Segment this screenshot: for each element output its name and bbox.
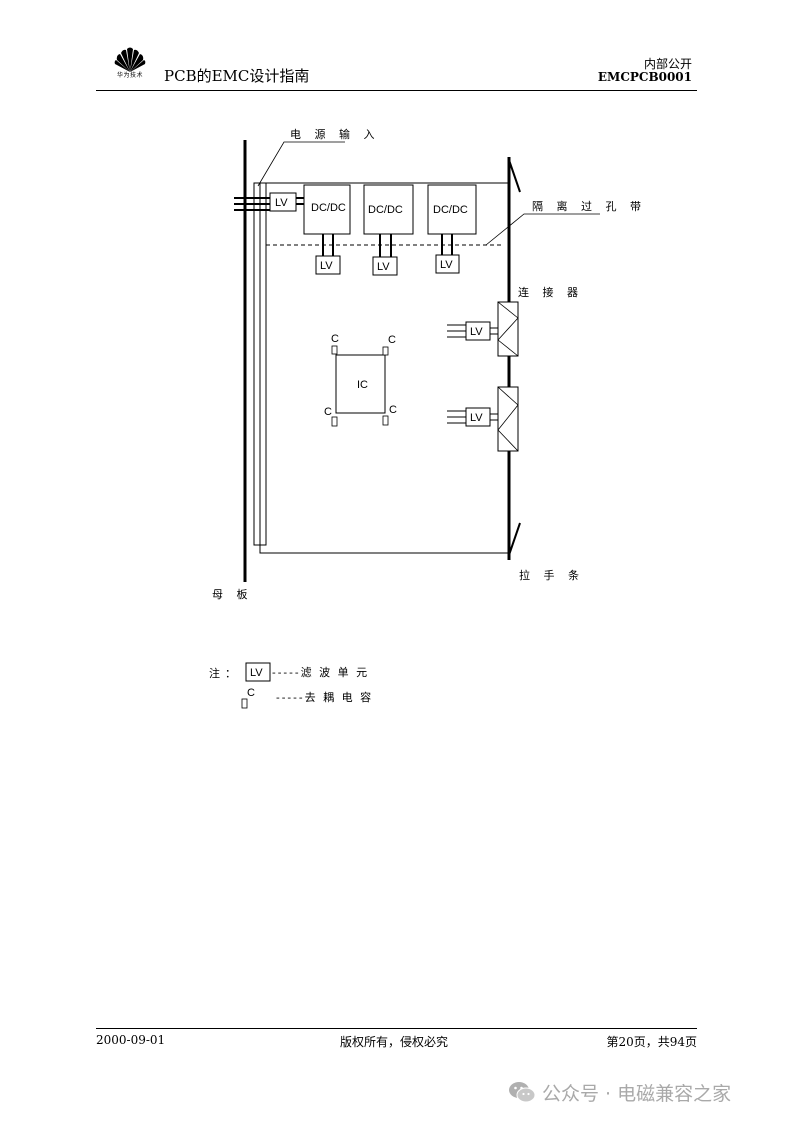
classification-label: 内部公开 <box>643 57 692 71</box>
svg-text:LV: LV <box>250 667 263 679</box>
lv-filter-dcdc-3 <box>435 254 460 274</box>
footer-date: 2000-09-01 <box>96 1033 166 1047</box>
svg-text:DC/DC: DC/DC <box>368 204 403 216</box>
footer-copyright: 版权所有，侵权必究 <box>340 1035 449 1049</box>
front-panel-bottom-lip <box>508 522 521 556</box>
svg-text:LV: LV <box>377 261 390 273</box>
svg-text:LV: LV <box>275 197 288 209</box>
wechat-icon <box>509 1082 536 1103</box>
svg-text:LV: LV <box>440 259 453 271</box>
decoupling-cap-top-left <box>331 345 338 355</box>
handle-bar-label: 拉 手 条 <box>519 568 584 582</box>
svg-text:C: C <box>324 406 332 418</box>
svg-text:DC/DC: DC/DC <box>433 204 468 216</box>
svg-text:C: C <box>389 404 397 416</box>
isolation-band-leader <box>485 213 600 246</box>
document-code: EMCPCB0001 <box>597 70 692 84</box>
svg-text:LV: LV <box>470 412 483 424</box>
lv-filter-connector-1 <box>465 321 491 341</box>
svg-text:C: C <box>331 333 339 345</box>
lv-filter-connector-2 <box>465 407 491 427</box>
footer-page-number: 第20页，共94页 <box>606 1035 697 1049</box>
lv-filter-input <box>269 192 297 212</box>
lv-filter-dcdc-2 <box>372 256 398 276</box>
header-rule <box>96 90 697 91</box>
legend-note-prefix: 注： <box>209 666 241 680</box>
legend-cap-description: -----去 耦 电 容 <box>276 690 373 704</box>
isolation-band-label: 隔 离 过 孔 带 <box>532 199 646 213</box>
document-title: PCB的EMC设计指南 <box>164 67 310 85</box>
svg-text:LV: LV <box>470 326 483 338</box>
dcdc-module-2 <box>363 184 414 235</box>
decoupling-cap-bottom-left <box>331 416 338 427</box>
ic-chip <box>335 354 386 414</box>
svg-text:C: C <box>247 687 255 699</box>
motherboard-label: 母 板 <box>212 587 253 601</box>
svg-text:IC: IC <box>357 379 368 391</box>
legend-cap-symbol <box>241 698 248 709</box>
connector-2 <box>497 386 519 452</box>
legend-lv-description: -----滤 波 单 元 <box>272 666 369 679</box>
watermark-text: 公众号 · 电磁兼容之家 <box>542 1082 732 1105</box>
watermark: 公众号 · 电磁兼容之家 <box>508 1078 731 1106</box>
svg-text:DC/DC: DC/DC <box>311 202 346 214</box>
footer-rule <box>96 1028 697 1029</box>
dcdc-module-1 <box>303 184 351 235</box>
svg-text:C: C <box>388 334 396 346</box>
lv-filter-dcdc-1 <box>315 255 341 275</box>
svg-text:LV: LV <box>320 260 333 272</box>
power-input-label: 电 源 输 入 <box>290 127 380 141</box>
logo-text: 华为技术 <box>116 72 143 79</box>
connector-label: 连 接 器 <box>518 286 583 299</box>
front-panel-top-lip <box>508 159 521 193</box>
company-logo <box>114 47 146 72</box>
decoupling-cap-top-right <box>382 346 389 356</box>
power-input-leader <box>257 141 345 187</box>
dcdc-module-3 <box>427 184 477 235</box>
decoupling-cap-bottom-right <box>382 415 389 426</box>
legend-lv-symbol <box>245 662 271 682</box>
